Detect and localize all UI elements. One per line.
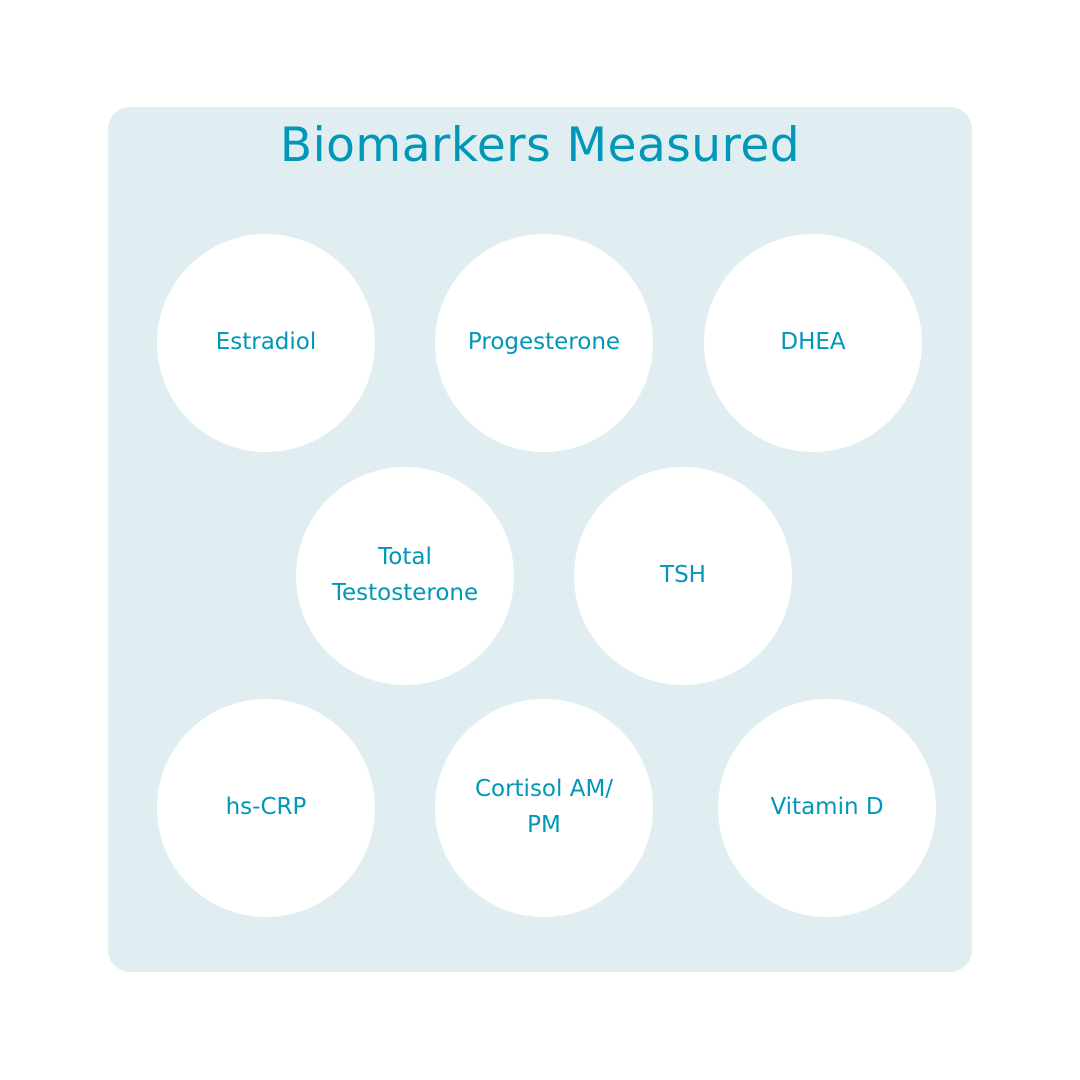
biomarker-label: Progesterone xyxy=(467,329,621,356)
biomarker-label: Vitamin D xyxy=(770,794,884,821)
biomarker-estradiol: Estradiol xyxy=(157,234,375,452)
biomarker-vitamin-d: Vitamin D xyxy=(718,699,936,917)
biomarker-label: Estradiol xyxy=(215,329,317,356)
page-title: Biomarkers Measured xyxy=(279,118,801,173)
biomarker-progesterone: Progesterone xyxy=(435,234,653,452)
biomarker-dhea: DHEA xyxy=(704,234,922,452)
biomarker-label: Total Testosterone xyxy=(331,544,479,606)
biomarker-label: hs-CRP xyxy=(225,794,307,821)
biomarker-label: Cortisol AM/ PM xyxy=(474,776,614,838)
biomarker-tsh: TSH xyxy=(574,467,792,685)
biomarker-cortisol: Cortisol AM/ PM xyxy=(435,699,653,917)
biomarker-hs-crp: hs-CRP xyxy=(157,699,375,917)
biomarker-label: TSH xyxy=(660,562,706,589)
biomarker-label: DHEA xyxy=(780,329,846,356)
biomarker-total-testosterone: Total Testosterone xyxy=(296,467,514,685)
